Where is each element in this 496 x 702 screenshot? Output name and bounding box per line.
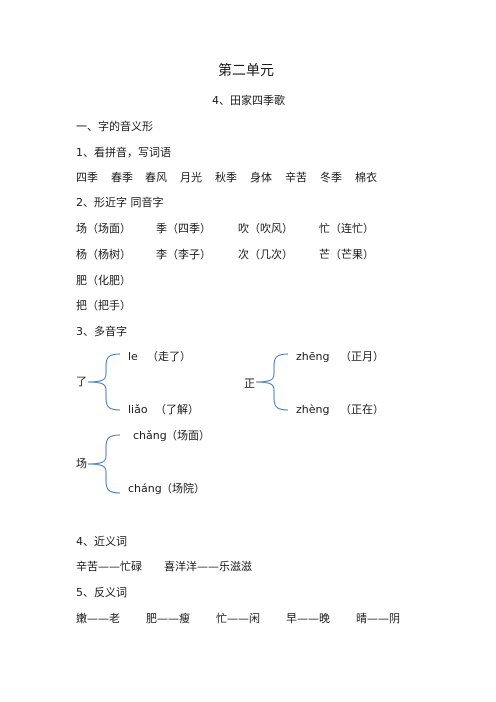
word-item: 冬季	[320, 171, 342, 184]
polyphone-char-chang: 场	[76, 457, 87, 470]
polyphone-word: （正月）	[340, 350, 384, 363]
word-item: 四季	[76, 171, 98, 184]
brace-zheng	[255, 353, 289, 411]
similar-char-item: 忙（连忙）	[319, 222, 374, 235]
similar-char-item: 肥（化肥）	[76, 274, 131, 287]
similar-char-item: 季（四季）	[156, 222, 211, 235]
similar-char-item: 吹（吹风）	[238, 222, 293, 235]
similar-char-item: 杨（杨树）	[76, 248, 131, 261]
section-heading: 一、字的音义形	[76, 120, 153, 133]
synonym-pair: 辛苦——忙碌	[76, 560, 142, 573]
word-item: 月光	[180, 171, 202, 184]
pinyin-label: zhèng	[296, 403, 330, 416]
subsection-heading: 1、看拼音，写词语	[76, 146, 171, 159]
word-item: 身体	[250, 171, 272, 184]
polyphone-char-le: 了	[76, 375, 87, 388]
brace-chang	[87, 434, 121, 494]
pinyin-label: chǎng	[133, 429, 167, 442]
antonym-pair: 晴——阴	[356, 612, 400, 625]
synonym-pair: 喜洋洋——乐滋滋	[164, 560, 252, 573]
similar-char-item: 芒（芒果）	[319, 248, 374, 261]
polyphone-word: （走了）	[147, 350, 191, 363]
pinyin-label: zhēng	[296, 350, 330, 363]
pinyin-label: le	[128, 350, 138, 363]
similar-char-item: 场（场面）	[76, 222, 131, 235]
pinyin-label: cháng	[128, 482, 162, 495]
similar-char-item: 把（把手）	[76, 299, 131, 312]
subsection-heading: 4、近义词	[76, 535, 127, 548]
polyphone-char-zheng: 正	[244, 377, 255, 390]
word-item: 春季	[111, 171, 133, 184]
polyphone-word: （场面）	[166, 429, 210, 442]
pinyin-label: liǎo	[128, 403, 148, 416]
word-item: 春风	[145, 171, 167, 184]
polyphone-word: （了解）	[155, 403, 199, 416]
antonym-pair: 肥——瘦	[146, 612, 190, 625]
word-item: 棉衣	[355, 171, 377, 184]
similar-char-item: 次（几次）	[238, 248, 293, 261]
subsection-heading: 5、反义词	[76, 586, 127, 599]
word-item: 秋季	[215, 171, 237, 184]
antonym-pair: 忙——闲	[216, 612, 260, 625]
word-item: 辛苦	[285, 171, 307, 184]
lesson-title: 4、田家四季歌	[212, 94, 285, 107]
brace-le	[87, 353, 121, 411]
page-title: 第二单元	[218, 63, 274, 79]
antonym-pair: 嫩——老	[76, 612, 120, 625]
antonym-pair: 早——晚	[286, 612, 330, 625]
subsection-heading: 3、多音字	[76, 325, 127, 338]
similar-char-item: 李（李子）	[156, 248, 211, 261]
subsection-heading: 2、形近字 同音字	[76, 196, 164, 209]
polyphone-word: （场院）	[161, 482, 205, 495]
polyphone-word: （正在）	[340, 403, 384, 416]
